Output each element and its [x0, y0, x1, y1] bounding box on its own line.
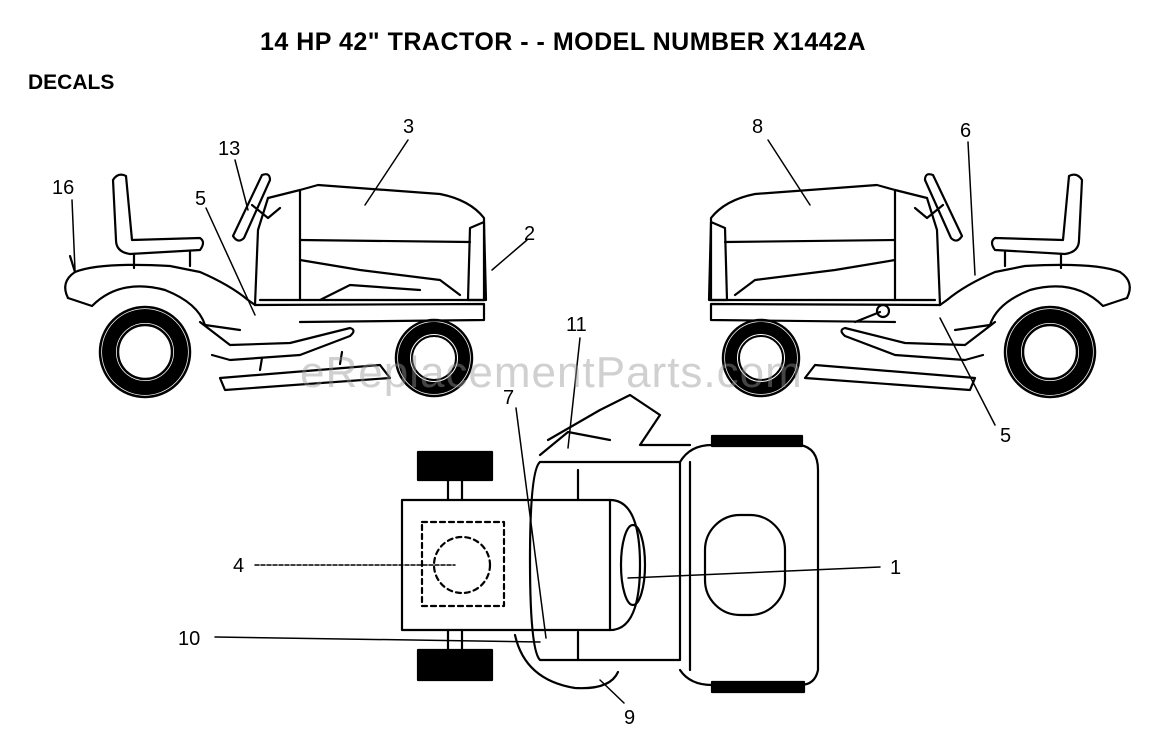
page-title: 14 HP 42" TRACTOR - - MODEL NUMBER X1442… [260, 28, 867, 56]
callout-13: 13 [218, 138, 240, 160]
tractor-top-view [400, 393, 820, 694]
callout-1: 1 [890, 557, 901, 579]
callout-11: 11 [566, 314, 587, 336]
section-heading: DECALS [28, 71, 115, 94]
callout-4: 4 [233, 555, 244, 577]
callout-6: 6 [960, 120, 971, 142]
callout-8: 8 [752, 116, 763, 138]
callout-5-right: 5 [1000, 425, 1011, 447]
callout-2: 2 [524, 223, 535, 245]
callout-16: 16 [52, 177, 74, 199]
callout-7: 7 [503, 387, 514, 409]
tractor-right-side-view [707, 173, 1131, 399]
callout-10: 10 [178, 628, 200, 650]
leader-lines [71, 139, 996, 704]
callout-9: 9 [624, 707, 635, 729]
callout-3: 3 [403, 116, 414, 138]
watermark-text: eReplacementParts.com [300, 348, 803, 397]
tractor-left-side-view [64, 173, 488, 399]
callout-5-left: 5 [195, 188, 206, 210]
